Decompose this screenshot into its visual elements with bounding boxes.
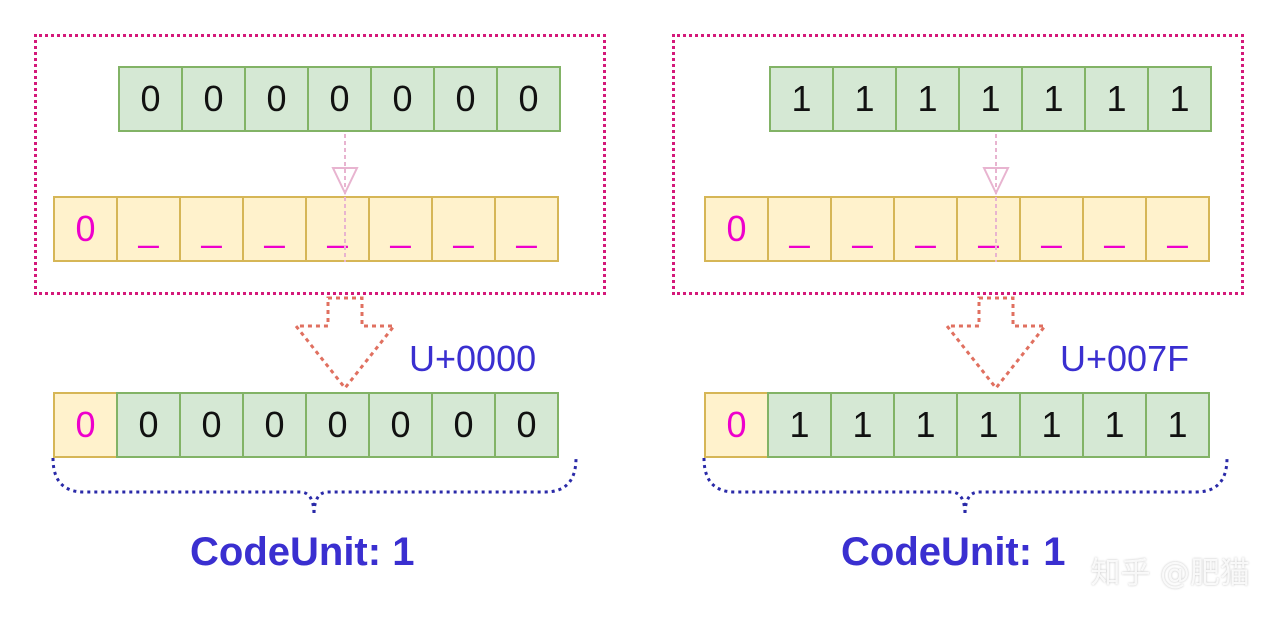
result-bit-cell: 0 xyxy=(179,392,244,458)
result-bit-cell: 1 xyxy=(830,392,895,458)
result-bit-cell: 0 xyxy=(116,392,181,458)
encoding-frame xyxy=(672,34,1244,295)
result-bit-cell: 0 xyxy=(305,392,370,458)
source-bits-row: 0 0 0 0 0 0 0 xyxy=(118,66,561,132)
result-bit-cell: 1 xyxy=(1019,392,1084,458)
encoding-frame xyxy=(34,34,606,295)
template-row: 0 _ _ _ _ _ _ _ xyxy=(53,196,559,262)
source-bit-cell: 0 xyxy=(496,66,561,132)
result-bit-cell: 1 xyxy=(956,392,1021,458)
watermark: 知乎 @肥猫 xyxy=(1090,556,1250,591)
template-slot-cell: _ xyxy=(956,196,1021,262)
template-slot-cell: _ xyxy=(1145,196,1210,262)
result-row: 0 1 1 1 1 1 1 1 xyxy=(704,392,1210,458)
code-point-label: U+0000 xyxy=(409,338,537,379)
arrows-overlay xyxy=(51,134,578,516)
result-bit-cell: 1 xyxy=(893,392,958,458)
source-bit-cell: 1 xyxy=(958,66,1023,132)
fill-arrow-icon xyxy=(331,134,359,262)
code-unit-label: CodeUnit: 1 xyxy=(841,530,1066,574)
arrows-overlay xyxy=(702,134,1229,516)
brace-icon xyxy=(702,457,1229,516)
source-bit-cell: 1 xyxy=(895,66,960,132)
result-row: 0 0 0 0 0 0 0 0 xyxy=(53,392,559,458)
brace-icon xyxy=(51,457,578,516)
code-unit-label: CodeUnit: 1 xyxy=(190,530,415,574)
source-bit-cell: 0 xyxy=(433,66,498,132)
template-slot-cell: _ xyxy=(1019,196,1084,262)
template-slot-cell: _ xyxy=(305,196,370,262)
template-slot-cell: _ xyxy=(494,196,559,262)
down-arrow-icon xyxy=(943,296,1049,391)
source-bit-cell: 1 xyxy=(1084,66,1149,132)
result-prefix-cell: 0 xyxy=(704,392,769,458)
result-bit-cell: 1 xyxy=(1145,392,1210,458)
fill-arrow-icon xyxy=(982,134,1010,262)
result-bit-cell: 0 xyxy=(368,392,433,458)
source-bit-cell: 1 xyxy=(1147,66,1212,132)
source-bit-cell: 0 xyxy=(244,66,309,132)
template-slot-cell: _ xyxy=(179,196,244,262)
result-bit-cell: 1 xyxy=(767,392,832,458)
down-arrow-icon xyxy=(292,296,398,391)
source-bits-row: 1 1 1 1 1 1 1 xyxy=(769,66,1212,132)
template-row: 0 _ _ _ _ _ _ _ xyxy=(704,196,1210,262)
result-bit-cell: 0 xyxy=(431,392,496,458)
template-slot-cell: _ xyxy=(116,196,181,262)
panel-right: 1 1 1 1 1 1 1 0 _ _ _ _ _ _ _ U+007F 0 1… xyxy=(651,0,1280,622)
template-slot-cell: _ xyxy=(830,196,895,262)
code-point-label: U+007F xyxy=(1060,338,1190,379)
template-slot-cell: _ xyxy=(431,196,496,262)
source-bit-cell: 0 xyxy=(118,66,183,132)
result-bit-cell: 1 xyxy=(1082,392,1147,458)
source-bit-cell: 1 xyxy=(1021,66,1086,132)
template-prefix-cell: 0 xyxy=(704,196,769,262)
result-bit-cell: 0 xyxy=(242,392,307,458)
result-bit-cell: 0 xyxy=(494,392,559,458)
source-bit-cell: 0 xyxy=(181,66,246,132)
template-slot-cell: _ xyxy=(1082,196,1147,262)
result-prefix-cell: 0 xyxy=(53,392,118,458)
panel-left: 0 0 0 0 0 0 0 0 _ _ _ _ _ _ _ U+0000 0 0… xyxy=(34,34,606,574)
